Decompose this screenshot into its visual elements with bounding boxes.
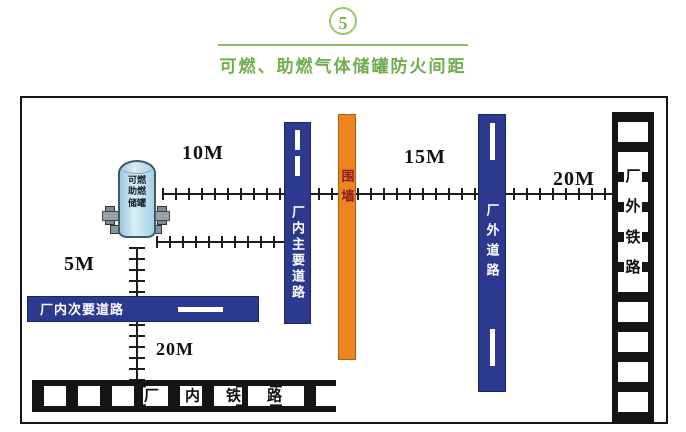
boundary-wall: 围墙 — [338, 114, 356, 360]
ruler-ticks — [156, 236, 284, 248]
ruler-horizontal-upper — [162, 188, 612, 200]
railway-internal-char: 铁 — [225, 387, 243, 405]
railway-external-char: 铁 — [624, 228, 642, 246]
railway-internal-char: 厂 — [142, 387, 160, 405]
road-main-internal-label: 厂内主要道路 — [290, 205, 305, 301]
railway-rail — [32, 380, 336, 386]
road-secondary-internal: 厂内次要道路 — [27, 296, 259, 322]
dimension-20m-bottom: 20M — [156, 339, 194, 359]
railway-internal-label: 厂 内 铁 路 — [90, 387, 336, 405]
railway-rail — [648, 112, 654, 422]
road-marking — [295, 130, 300, 150]
diagram-canvas: 可燃助燃储罐 厂内主要道路 围墙 厂外道路 厂内次要道路 厂 内 — [20, 96, 668, 424]
railway-external-char: 路 — [624, 258, 642, 276]
section-number: 5 — [338, 13, 348, 33]
gas-storage-tank: 可燃助燃储罐 — [118, 160, 156, 238]
ruler-horizontal-lower — [156, 236, 284, 248]
road-external-label: 厂外道路 — [484, 203, 500, 283]
ruler-ticks — [162, 188, 612, 200]
railway-external-char: 厂 — [624, 168, 642, 186]
title-divider — [218, 44, 468, 46]
railway-rail — [32, 406, 336, 412]
dimension-10m: 10M — [182, 142, 224, 164]
road-secondary-label: 厂内次要道路 — [40, 302, 125, 317]
road-marking — [178, 307, 223, 312]
tank-label: 可燃助燃储罐 — [127, 175, 146, 208]
road-marking — [489, 123, 495, 160]
railway-internal: 厂 内 铁 路 — [32, 380, 336, 412]
dimension-5m: 5M — [64, 253, 95, 275]
railway-external-char: 外 — [624, 198, 642, 216]
road-main-internal: 厂内主要道路 — [284, 122, 311, 324]
section-number-badge: 5 — [329, 7, 357, 35]
railway-internal-char: 内 — [183, 387, 201, 405]
road-marking — [489, 329, 495, 366]
railway-external-label: 厂 外 铁 路 — [612, 168, 654, 276]
railway-rail — [612, 112, 618, 422]
road-external: 厂外道路 — [478, 114, 506, 392]
dimension-20m-top: 20M — [553, 168, 595, 190]
railway-external: 厂 外 铁 路 — [612, 112, 654, 422]
page-title: 可燃、助燃气体储罐防火间距 — [219, 57, 467, 76]
railway-internal-char: 路 — [266, 387, 284, 405]
dimension-15m: 15M — [404, 146, 446, 168]
road-marking — [295, 156, 300, 176]
boundary-wall-label: 围墙 — [339, 169, 355, 209]
